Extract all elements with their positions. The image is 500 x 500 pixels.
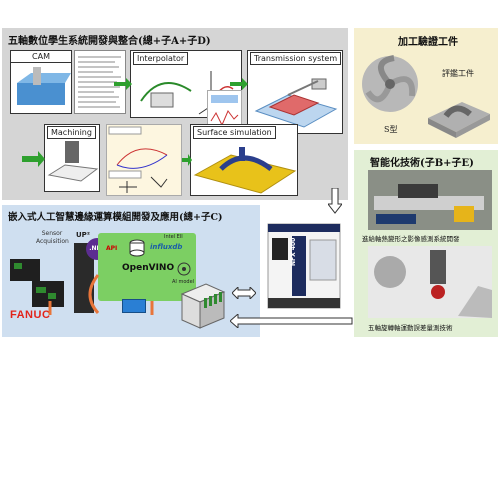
ai-model-label: AI model [172, 279, 195, 285]
sensor-boards [10, 259, 64, 307]
digital-twin-panel: 五軸數位學生系統開發與整合(總+子A+子D) CAM Interpolator [2, 28, 348, 200]
intel-eii-label: Intel EII [164, 234, 183, 240]
arrow-to-surface [182, 154, 192, 166]
cnc-machine-illustration [267, 223, 341, 309]
machine-brand: NFX 400 [290, 237, 297, 266]
arrow-down-to-machine [328, 188, 342, 214]
up2-label: UP² [76, 231, 90, 239]
digital-twin-title: 五軸數位學生系統開發與整合(總+子A+子D) [8, 36, 211, 47]
surface-simulation-label: Surface simulation [193, 126, 276, 139]
ai-model-icon [177, 262, 191, 276]
cnc-machine: NFX 400 [262, 220, 346, 310]
interpolator-label: Interpolator [133, 52, 189, 65]
api-label: API [106, 245, 118, 252]
impeller-image [362, 55, 418, 112]
bidirectional-arrow [232, 287, 256, 299]
evaluation-workpiece-label: 評鑑工件 [442, 69, 474, 78]
machining-illustration [47, 141, 99, 182]
machining-box: Machining [44, 124, 100, 192]
machining-label: Machining [47, 126, 96, 139]
s-type-workpiece-image [428, 102, 490, 138]
verification-workpiece-panel: 加工驗證工件 評鑑工件 S型 [354, 28, 498, 144]
data-flow-arrows [48, 274, 154, 315]
transmission-illustration [254, 78, 338, 128]
cam-label: CAM [11, 51, 71, 63]
code-lines [78, 56, 121, 108]
flow-arrows [22, 78, 248, 167]
edge-compute-box [180, 283, 226, 329]
transmission-label: Transmission system [250, 52, 342, 65]
surface-illustration [193, 147, 297, 194]
arrow-code-to-interpolator [114, 78, 132, 90]
cam-illustration [17, 67, 71, 105]
s-type-label: S型 [384, 125, 398, 134]
rotary-axis-measurement-image [368, 246, 492, 318]
cutting-model-illustration [108, 126, 168, 193]
cutting-model-box [106, 124, 182, 196]
surface-simulation-box: Surface simulation [190, 124, 298, 196]
smart-technology-panel: 智能化技術(子B+子E) 進給軸熱變形之影像感測系統開發 五軸旋轉軸運動誤差量測… [354, 150, 498, 337]
arrow-to-machining [22, 151, 45, 167]
thermal-sensing-image [368, 170, 492, 230]
arrow-left-to-edge [230, 314, 353, 328]
verification-title: 加工驗證工件 [398, 37, 458, 48]
smart-tech-title: 智能化技術(子B+子E) [370, 158, 474, 169]
influxdb-label: influxdb [150, 243, 183, 251]
fanuc-logo: FANUC [10, 309, 51, 321]
database-icon [129, 239, 145, 257]
intel-eii-module: API influxdb Intel EII OpenVINO AI model [98, 233, 196, 301]
usb-device [122, 299, 146, 313]
transmission-box: Transmission system [247, 50, 343, 134]
cam-box: CAM [10, 50, 72, 114]
thermal-caption: 進給軸熱變形之影像感測系統開發 [362, 235, 460, 243]
arrow-interpolator-to-transmission [230, 78, 248, 90]
openvino-label: OpenVINO [122, 263, 175, 273]
embedded-ai-title: 嵌入式人工智慧邊緣運算模組開發及應用(總+子C) [8, 212, 223, 223]
rotary-error-caption: 五軸旋轉軸運動誤差量測技術 [368, 324, 453, 332]
